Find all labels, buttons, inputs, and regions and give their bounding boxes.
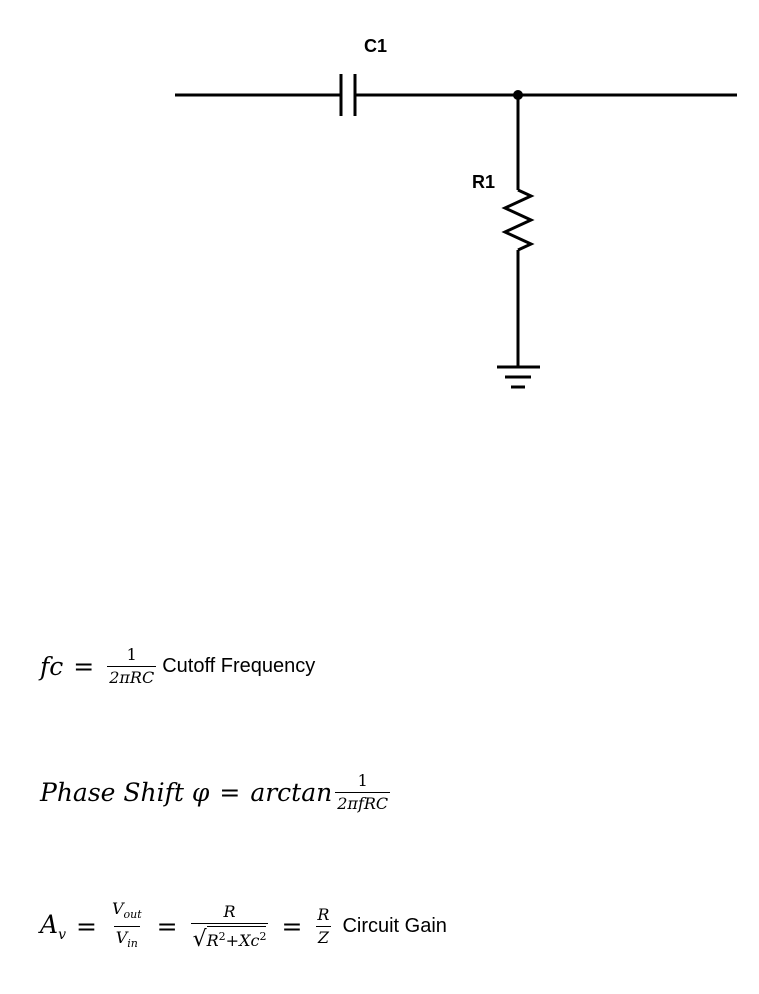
fraction-numerator: 1 (357, 771, 368, 790)
equals-sign: = (73, 652, 95, 681)
exponent: 2 (259, 930, 267, 943)
phase-fraction: 1 2πfRC (335, 771, 391, 813)
fraction-denominator: √ R2+Xc2 (190, 923, 269, 952)
cutoff-frequency-equation: fc = 1 2πRC Cutoff Frequency (40, 646, 315, 687)
vout-base: V (111, 899, 124, 918)
arctan-function: arctan (250, 778, 333, 807)
equals-sign: = (75, 912, 97, 941)
voltage-ratio-fraction: Vout Vin (110, 900, 144, 953)
impedance-fraction: R √ R2+Xc2 (190, 902, 269, 952)
cutoff-lhs: fc (40, 652, 64, 681)
equals-sign: = (281, 912, 303, 941)
junction-node (513, 90, 523, 100)
gain-text: Circuit Gain (342, 915, 447, 937)
fraction-denominator: Vin (113, 926, 140, 953)
exponent: 2 (218, 930, 226, 943)
circuit-gain-equation: Av = Vout Vin = R √ R2+Xc2 = R Z Circuit… (40, 900, 447, 953)
cutoff-text: Cutoff Frequency (162, 655, 316, 677)
fraction-denominator: 2πRC (107, 666, 157, 687)
fraction-numerator: R (317, 905, 330, 924)
vin-sub: in (127, 937, 138, 950)
vin-base: V (115, 928, 128, 947)
gain-lhs-sub: v (58, 927, 66, 943)
radicand: R2+Xc2 (206, 926, 267, 950)
radical-sign: √ (192, 927, 207, 952)
fraction-numerator: Vout (110, 900, 144, 926)
fraction-numerator: 1 (126, 645, 137, 664)
rc-circuit-schematic: C1 R1 (175, 36, 737, 389)
phase-lhs: Phase Shift φ (40, 778, 210, 807)
resistor-label: R1 (472, 172, 495, 192)
phase-shift-equation: Phase Shift φ = arctan 1 2πfRC (40, 772, 393, 813)
capacitor-label: C1 (364, 36, 387, 56)
resistor-zigzag (501, 188, 535, 252)
gain-lhs-base: A (40, 910, 59, 939)
radicand-xc: Xc (239, 931, 260, 950)
fraction-denominator: Z (315, 926, 331, 947)
vout-sub: out (123, 908, 142, 921)
square-root: √ R2+Xc2 (192, 926, 267, 952)
cutoff-fraction: 1 2πRC (107, 645, 157, 687)
r-over-z-fraction: R Z (315, 906, 331, 947)
gain-lhs: Av (40, 910, 66, 943)
equals-sign: = (219, 778, 241, 807)
equals-sign: = (156, 912, 178, 941)
plus-sign: + (225, 931, 240, 950)
fraction-denominator: 2πfRC (335, 792, 391, 813)
fraction-numerator: R (223, 902, 236, 921)
radicand-r: R (206, 931, 219, 950)
